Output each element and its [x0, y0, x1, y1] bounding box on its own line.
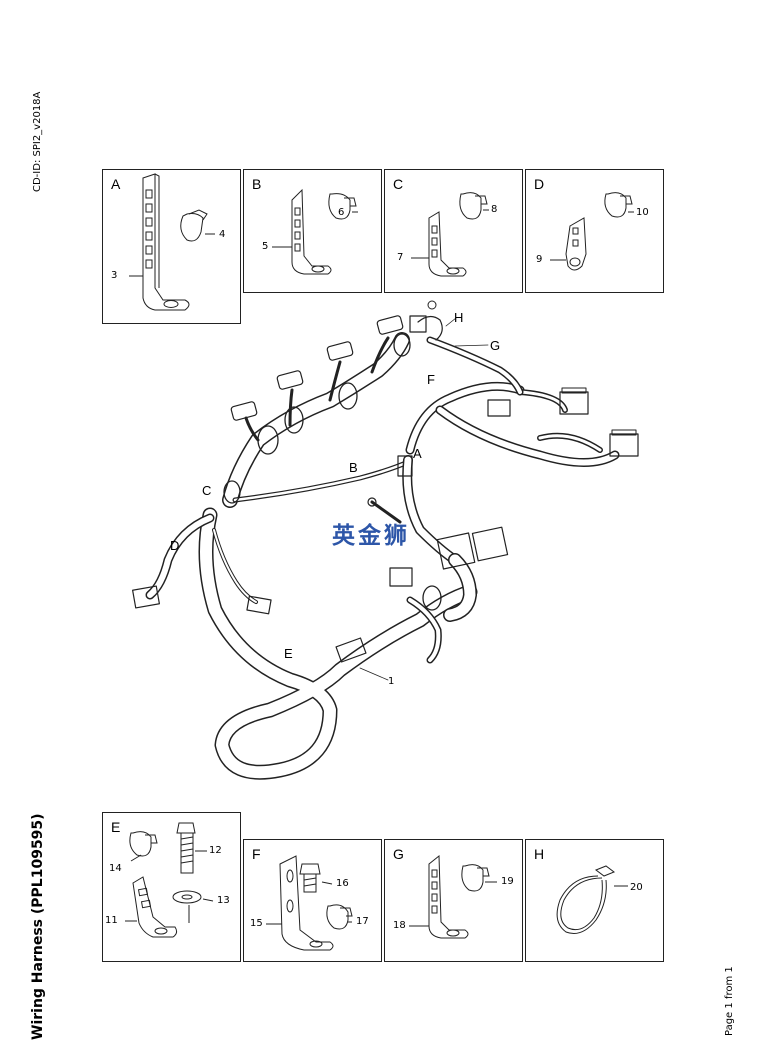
box-h-letter: H [534, 846, 545, 862]
callout-11: 11 [105, 915, 118, 926]
callout-4: 4 [219, 229, 226, 240]
box-e-letter: E [111, 819, 121, 835]
detail-box-a: A 3 4 [102, 169, 241, 324]
bracket-b-drawing [272, 188, 358, 275]
callout-6: 6 [338, 207, 345, 218]
box-b-letter: B [252, 176, 262, 192]
callout-5: 5 [262, 241, 269, 252]
bracket-d-drawing [550, 192, 634, 271]
detail-box-b: B 5 6 [243, 169, 382, 293]
box-d-letter: D [534, 176, 545, 192]
bracket-g-drawing [409, 854, 497, 939]
detail-box-d: D 9 10 [525, 169, 664, 293]
main-label-g: G [490, 338, 501, 353]
cable-tie-drawing [556, 865, 628, 934]
bracket-e-drawing [125, 822, 214, 938]
bracket-c-drawing [411, 192, 489, 277]
main-label-a: A [413, 446, 422, 461]
callout-15: 15 [250, 918, 263, 929]
bracket-a-drawing [129, 173, 215, 311]
detail-box-g: G 19 18 [384, 839, 523, 962]
callout-3: 3 [111, 270, 118, 281]
callout-14: 14 [109, 863, 122, 874]
box-f-letter: F [252, 846, 261, 862]
callout-13: 13 [217, 895, 230, 906]
detail-box-h: H 20 [525, 839, 664, 962]
callout-10: 10 [636, 207, 649, 218]
detail-box-c: C 7 8 [384, 169, 523, 293]
callout-19: 19 [501, 876, 514, 887]
callout-1: 1 [388, 676, 395, 687]
detail-box-e: E 14 12 13 11 [102, 812, 241, 962]
main-label-e: E [284, 646, 293, 661]
callout-9: 9 [536, 254, 543, 265]
callout-16: 16 [336, 878, 349, 889]
callout-17: 17 [356, 916, 369, 927]
main-label-b: B [349, 460, 358, 475]
main-label-c: C [202, 483, 212, 498]
callout-20: 20 [630, 882, 643, 893]
main-label-d: D [170, 538, 180, 553]
main-label-h: H [454, 310, 464, 325]
box-a-letter: A [111, 176, 121, 192]
callout-7: 7 [397, 252, 404, 263]
callout-18: 18 [393, 920, 406, 931]
bracket-f-drawing [266, 855, 353, 951]
watermark-text: 英金狮 [332, 523, 410, 549]
detail-box-f: F 16 15 17 [243, 839, 382, 962]
callout-12: 12 [209, 845, 222, 856]
callout-8: 8 [491, 204, 498, 215]
box-c-letter: C [393, 176, 404, 192]
main-label-f: F [427, 372, 435, 387]
box-g-letter: G [393, 846, 404, 862]
